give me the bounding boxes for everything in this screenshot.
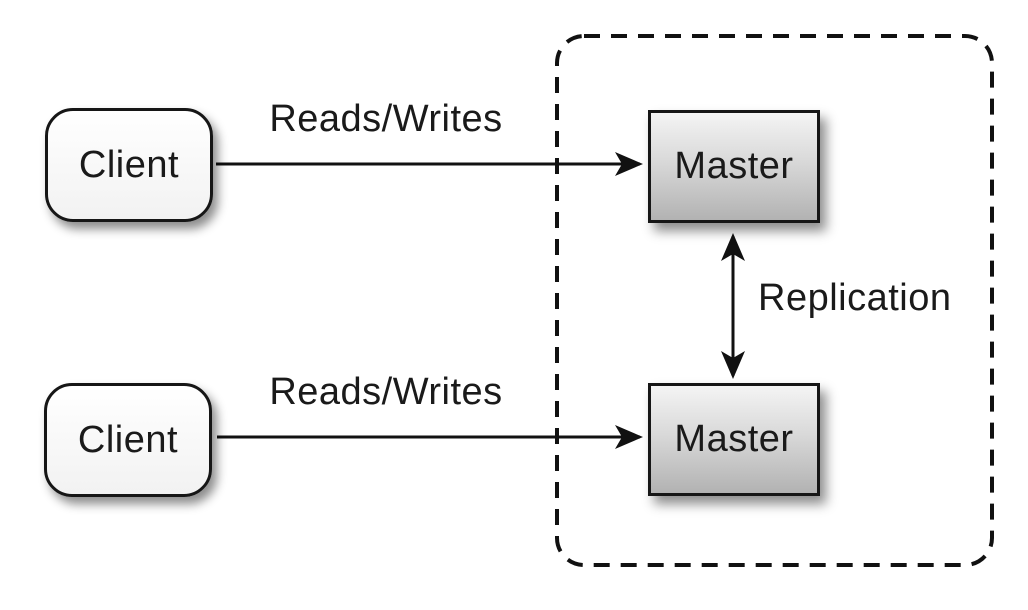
edge-label-replication: Replication	[758, 277, 952, 319]
node-master-bottom-label: Master	[674, 418, 794, 460]
node-master-bottom: Master	[648, 383, 820, 496]
node-client-bottom: Client	[44, 383, 212, 497]
node-master-top: Master	[648, 110, 820, 223]
node-client-bottom-label: Client	[77, 418, 179, 461]
node-master-top-label: Master	[674, 145, 794, 187]
edge-label-reads-writes-bottom: Reads/Writes	[269, 371, 503, 413]
edge-label-reads-writes-top: Reads/Writes	[269, 98, 503, 140]
node-client-top: Client	[45, 108, 213, 222]
node-client-top-label: Client	[78, 143, 180, 186]
